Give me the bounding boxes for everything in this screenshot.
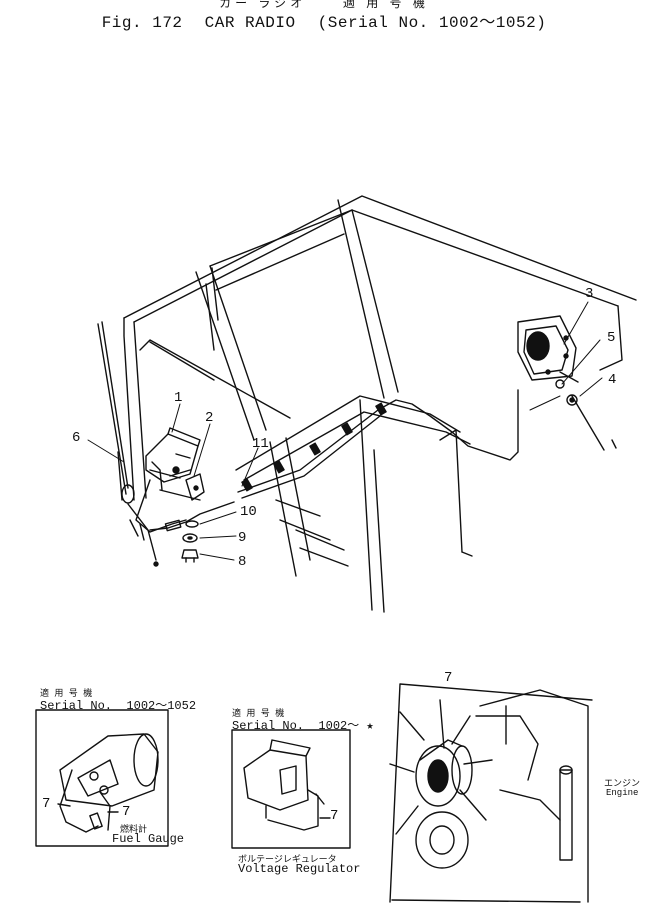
figure-title: Fig. 172 CAR RADIO (Serial No. 1002～1052… [0, 8, 648, 32]
callout-7-engine: 7 [444, 670, 453, 686]
figure-serial: (Serial No. 1002～1052) [317, 14, 547, 32]
fuel-inset-serial: Serial No. 1002～1052 [40, 696, 196, 713]
leader-lines [87, 301, 603, 561]
speaker-screw [555, 379, 578, 406]
inset-voltage-regulator [231, 729, 351, 849]
radio-unit [135, 427, 201, 541]
regulator-inset-serial: Serial No. 1002～ ★ [232, 716, 374, 733]
fastener-8 [181, 549, 199, 563]
wiring-harness [237, 389, 519, 499]
inset-fuel-gauge [35, 709, 169, 847]
callout-4: 4 [608, 372, 617, 388]
inset-engine [389, 683, 593, 903]
title-japanese: カー ラジオ 適 用 号 機 [0, 0, 648, 11]
speaker [517, 315, 577, 381]
callout-7-fuel-left: 7 [42, 796, 51, 812]
callout-6: 6 [72, 430, 81, 446]
engine-inset-jp-name: エンジン [604, 779, 641, 789]
serial-jp-text: 適 用 号 機 [342, 0, 429, 10]
fuel-inset-jp-name: 燃料計 [120, 825, 148, 835]
callout-1: 1 [174, 390, 183, 406]
callout-9: 9 [238, 530, 247, 546]
figure-number: Fig. 172 [101, 14, 183, 32]
regulator-inset-name: Voltage Regulator [238, 862, 361, 876]
callout-7-regulator: 7 [330, 808, 339, 824]
title-jp-text: カー ラジオ [219, 0, 307, 10]
fastener-10 [185, 520, 199, 528]
regulator-inset-serial-range: 1002～ ★ [318, 719, 374, 733]
figure-name: CAR RADIO [204, 14, 296, 32]
callout-10: 10 [240, 504, 257, 520]
callout-8: 8 [238, 554, 247, 570]
fuel-inset-serial-range: 1002～1052 [126, 699, 197, 713]
callout-5: 5 [607, 330, 616, 346]
fuel-inset-serial-label: Serial No. [40, 699, 113, 713]
fuel-inset-jp-serial: 適 用 号 機 [40, 689, 93, 699]
regulator-inset-jp-name: ボルテージレギュレータ [238, 855, 337, 865]
cab-outline [123, 195, 637, 613]
callout-2: 2 [205, 410, 214, 426]
callout-7-fuel-right: 7 [122, 804, 131, 820]
regulator-inset-jp-serial: 適 用 号 機 [232, 709, 285, 719]
engine-inset-name: Engine [606, 788, 639, 798]
antenna [97, 321, 159, 567]
regulator-inset-serial-label: Serial No. [232, 719, 305, 733]
radio-cable [149, 501, 235, 532]
fuel-inset-name: Fuel Gauge [112, 832, 185, 846]
callout-3: 3 [585, 286, 594, 302]
radio-bracket [185, 473, 205, 501]
callout-11: 11 [252, 436, 269, 452]
fastener-9 [182, 533, 198, 543]
